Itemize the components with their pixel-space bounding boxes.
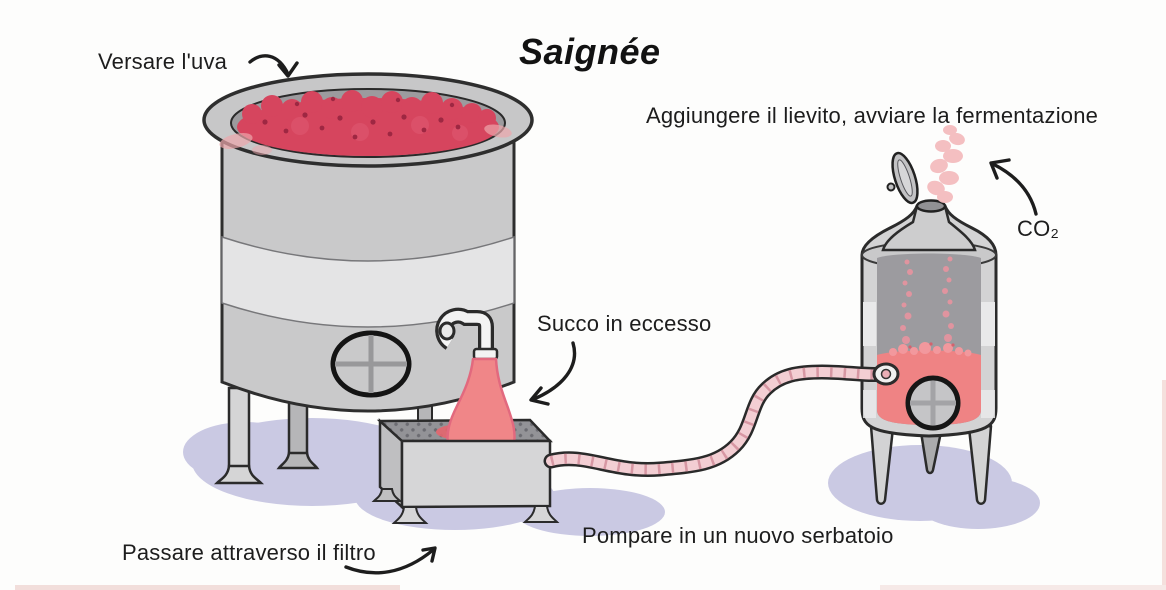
lid-hinge (886, 182, 896, 192)
tank-valve (435, 307, 499, 361)
co2-arrow (989, 158, 1038, 216)
fermenter-neck (881, 204, 977, 252)
excess-juice-arrow (529, 341, 577, 406)
fermenter-lid (891, 151, 919, 205)
label-filter: Passare attraverso il filtro (122, 540, 376, 565)
pour-grapes-arrow (248, 54, 299, 78)
fermentation-bubbles (900, 256, 954, 344)
diagram-title: Saignée (519, 31, 661, 72)
fermenter-mouth (915, 199, 947, 213)
co2-smoke (927, 125, 965, 203)
fermenter-porthole (905, 375, 961, 431)
tank-porthole (330, 330, 412, 398)
label-pump: Pompare in un nuovo serbatoio (582, 523, 894, 548)
label-add-yeast: Aggiungere il lievito, avviare la fermen… (646, 103, 1099, 128)
filter-arrow (344, 546, 437, 575)
annotation-arrows (248, 54, 1038, 575)
liquid-foam (889, 342, 972, 357)
maceration-tank (202, 72, 534, 485)
label-excess-juice: Succo in eccesso (537, 311, 712, 336)
fermentation-tank (860, 125, 998, 505)
grapes (237, 90, 499, 156)
shell-highlights (863, 302, 995, 418)
filter-box (371, 357, 560, 524)
label-pour-grapes: Versare l'uva (98, 49, 228, 74)
label-co2: CO₂ (1017, 216, 1060, 241)
filter-feet (371, 488, 560, 524)
fermenter-legs (869, 424, 993, 505)
rim-smudges (219, 124, 512, 155)
filter-front-face (400, 439, 552, 509)
tank-band (221, 235, 515, 328)
transfer-hose (543, 362, 900, 478)
edge-tints (15, 380, 1166, 590)
